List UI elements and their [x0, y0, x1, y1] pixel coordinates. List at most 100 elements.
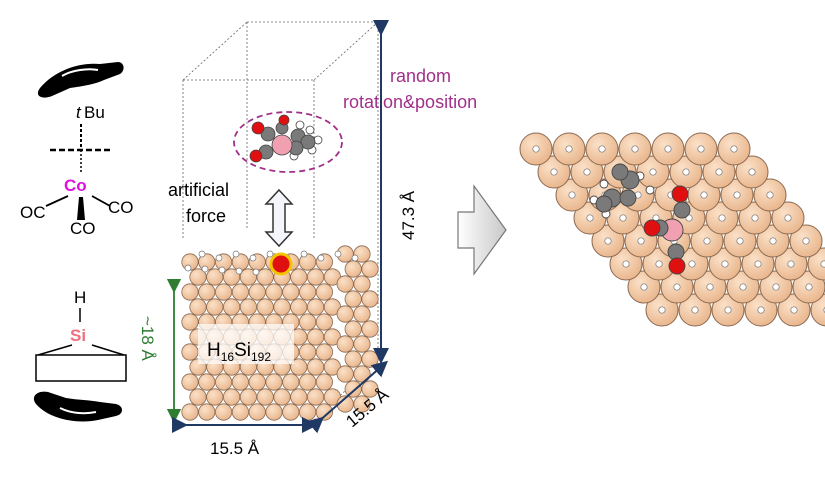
silicon-atom — [256, 388, 274, 406]
silicon-atom — [239, 298, 257, 316]
surface-hydrogen — [697, 145, 705, 153]
surface-hydrogen — [703, 237, 711, 245]
surface-hydrogen — [583, 168, 591, 176]
silicon-atom — [273, 298, 291, 316]
surface-hydrogen — [637, 237, 645, 245]
surface-hydrogen — [721, 260, 729, 268]
silicon-atom — [273, 388, 291, 406]
hydrogen-atom — [295, 120, 305, 130]
silicon-atom — [265, 403, 283, 421]
silicon-atom — [353, 335, 371, 353]
carbonyl-bottom: CO — [70, 219, 96, 238]
silicon-atom — [231, 403, 249, 421]
surface-hydrogen — [317, 254, 325, 262]
surface-hydrogen — [769, 237, 777, 245]
silicon-atom — [298, 283, 317, 301]
surface-hydrogen — [730, 145, 738, 153]
silicon-atom — [344, 320, 362, 338]
silicon-atom — [231, 373, 249, 391]
surface-hydrogen — [682, 168, 690, 176]
silicon-atom — [298, 253, 317, 271]
wedge-bond — [77, 197, 85, 220]
surface-hydrogen — [691, 306, 699, 314]
silicon-atom — [315, 313, 333, 331]
surface-hydrogen — [805, 283, 813, 291]
surface-hydrogen — [215, 254, 223, 262]
surface-hydrogen — [751, 214, 759, 222]
silicon-atom — [298, 343, 317, 361]
surface-hydrogen — [218, 266, 226, 274]
silicon-atom — [189, 268, 207, 286]
oxygen-atom — [251, 121, 265, 135]
silicon-atom — [336, 305, 354, 323]
surface-hydrogen — [235, 267, 243, 275]
surface-hydrogen — [598, 145, 606, 153]
surface-hydrogen — [622, 260, 630, 268]
surface-hydrogen — [640, 283, 648, 291]
carbon-atom — [673, 201, 691, 219]
silicon-atom — [198, 283, 216, 301]
silicon-atom — [344, 290, 362, 308]
silicon-atom — [306, 328, 325, 346]
surface-hydrogen — [688, 260, 696, 268]
hydrogen-atom — [599, 179, 609, 189]
cobalt-atom — [271, 134, 293, 156]
oxygen-atom — [671, 185, 689, 203]
carbon-atom — [300, 134, 316, 150]
hydrogen-label: H — [74, 288, 86, 307]
carbon-atom — [611, 163, 629, 181]
surface-hydrogen — [772, 283, 780, 291]
surface-hydrogen — [784, 214, 792, 222]
surface-hydrogen — [733, 191, 741, 199]
carbon-atom — [619, 189, 637, 207]
tbu-prefix: t — [76, 103, 82, 122]
carbon-atom — [260, 126, 276, 142]
silicon-atom — [215, 403, 233, 421]
silicon-atom — [181, 283, 199, 301]
hydrogen-atom — [645, 185, 655, 195]
surface-hydrogen — [673, 283, 681, 291]
silicon-atom — [344, 380, 362, 398]
slab-formula: H16Si192 — [198, 324, 294, 364]
width-arrow-side — [306, 360, 389, 434]
surface-hydrogen — [718, 214, 726, 222]
silicon-atom — [181, 343, 199, 361]
surface-hydrogen — [754, 260, 762, 268]
co-complex: t Bu Co OC CO CO — [20, 103, 134, 238]
surface-hydrogen — [655, 260, 663, 268]
oxygen-atom — [249, 149, 263, 163]
surface-hydrogen — [658, 306, 666, 314]
formula-h: H — [207, 340, 221, 361]
silicon-atom — [239, 388, 257, 406]
silicon-atom — [282, 283, 300, 301]
surface-hydrogen — [604, 237, 612, 245]
silicon-atom — [282, 373, 300, 391]
hydrogen-atom — [305, 125, 315, 135]
force-double-arrow — [264, 188, 294, 248]
surface-hydrogen — [739, 283, 747, 291]
silicon-atom — [353, 305, 371, 323]
random-label-2: rotation&position — [343, 92, 477, 112]
silicon-atom — [315, 343, 333, 361]
silicon-atom — [181, 403, 199, 421]
silicon-atom — [256, 268, 274, 286]
surface-hydrogen — [249, 254, 257, 262]
surface-hydrogen — [232, 250, 240, 258]
surface-hydrogen — [790, 306, 798, 314]
silicon-atom — [361, 320, 379, 338]
formula-si: Si — [234, 340, 251, 361]
silicon-atom — [206, 298, 224, 316]
height-label: 47.3 Å — [399, 190, 418, 240]
silicon-atom — [298, 373, 317, 391]
surface-hydrogen — [201, 265, 209, 273]
oxygen-atom — [278, 114, 290, 126]
silicon-atom — [265, 373, 283, 391]
oxygen-atom — [643, 219, 661, 237]
surface-hydrogen — [198, 250, 206, 258]
silicon-atom — [223, 388, 241, 406]
surface-hydrogen — [715, 168, 723, 176]
surface-hydrogen — [334, 250, 342, 258]
silicon-atom — [336, 335, 354, 353]
silicon-atom — [306, 268, 325, 286]
surface-hydrogen — [266, 250, 274, 258]
